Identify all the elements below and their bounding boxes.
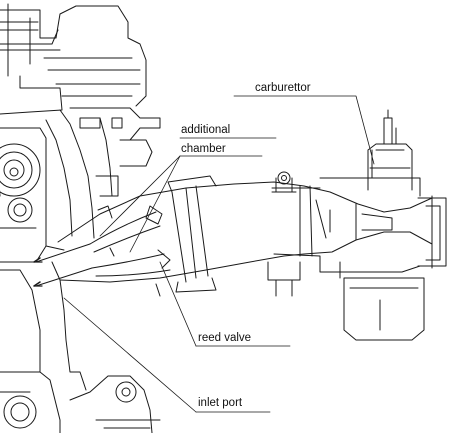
- label-carburettor: carburettor: [255, 82, 311, 94]
- flow-arrows: [33, 261, 43, 287]
- engine-block: [0, 3, 161, 433]
- label-inlet-port: inlet port: [198, 397, 243, 409]
- label-chamber: chamber: [181, 143, 226, 155]
- leader-lines: [63, 95, 375, 413]
- label-reed-valve: reed valve: [198, 332, 252, 344]
- label-additional: additional: [181, 124, 231, 136]
- inlet-tract: [33, 175, 305, 297]
- carburettor-body: [267, 109, 447, 341]
